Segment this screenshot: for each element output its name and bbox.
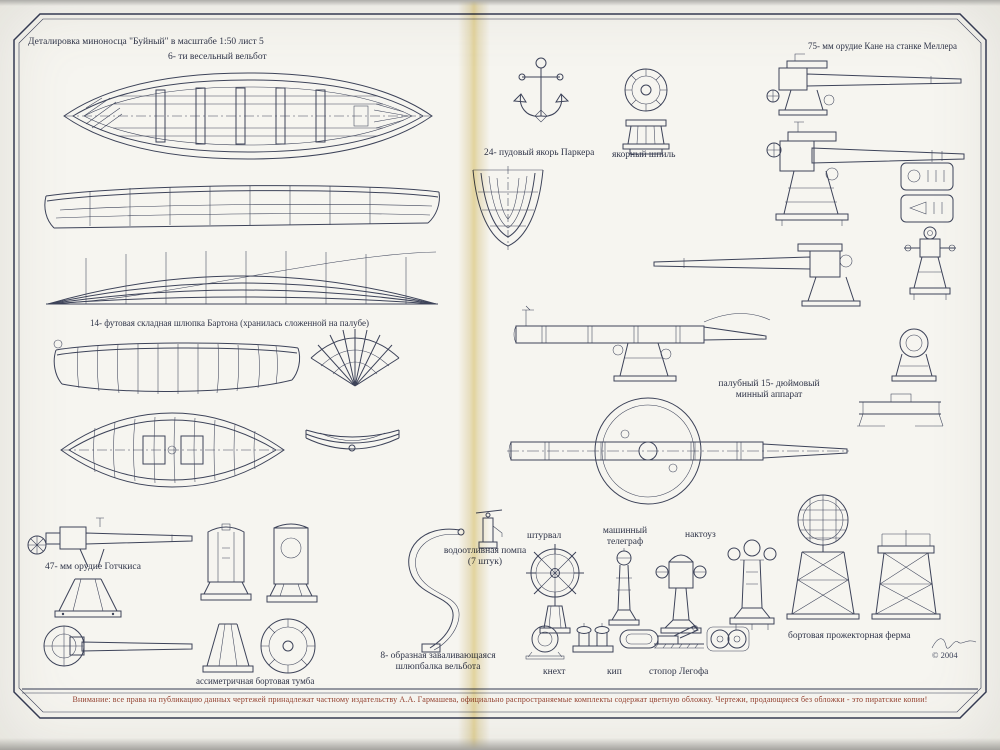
author-signature-drawing <box>931 638 977 649</box>
barton-boat-plan-view-drawing <box>60 412 285 488</box>
capstan-top-view-drawing <box>624 68 668 112</box>
whaleboat-profile-drawing <box>44 185 440 229</box>
gun-75mm-front-view-drawing <box>904 226 956 300</box>
whaleboat-plan-view-drawing <box>63 72 433 160</box>
label-stopper: стопор Легофа <box>649 667 709 677</box>
searchlight-on-truss-drawing <box>786 494 860 620</box>
steering-wheel-drawing <box>526 544 584 634</box>
capstan-side-view-drawing <box>622 119 670 155</box>
binnacle-front-drawing <box>655 554 707 634</box>
deck-beam-bracket-drawing <box>857 393 944 427</box>
pedestal-cone-drawing <box>202 623 254 673</box>
side-pedestal-front-drawing <box>200 523 252 601</box>
folded-boat-fan-section-drawing <box>310 329 400 387</box>
torpedo-tube-plan-view-drawing <box>507 397 849 505</box>
whaleboat-davit-drawing <box>408 528 465 653</box>
label-gun-75mm: 75- мм орудие Кане на станке Меллера <box>808 41 957 51</box>
whaleboat-hull-lines-drawing <box>46 251 438 305</box>
label-side-pedestal: ассиметричная бортовая тумба <box>196 676 315 686</box>
gun-47mm-profile-drawing <box>27 517 193 568</box>
torpedo-mount-ring-drawing <box>891 328 937 382</box>
side-pedestal-side-drawing <box>266 523 318 603</box>
folded-boat-bundle-drawing <box>305 429 400 452</box>
label-searchlight-truss: бортовая прожекторная ферма <box>788 631 911 641</box>
bollard-drawing <box>572 623 614 653</box>
gun-75mm-profile-upper-drawing <box>766 53 962 116</box>
label-binnacle: нактоуз <box>685 530 716 540</box>
label-steering-wheel: штурвал <box>527 531 562 541</box>
gun-47mm-cone-pedestal-drawing <box>54 578 122 618</box>
gun-75mm-on-meller-mount-drawing <box>766 121 965 226</box>
label-whaleboat: 6- ти весельный вельбот <box>168 52 267 62</box>
ring-chock-drawing <box>525 625 565 660</box>
stopper-top-view-drawing <box>706 626 750 652</box>
searchlight-truss-empty-drawing <box>871 530 941 620</box>
label-anchor: 24- пудовый якорь Паркера <box>484 148 595 158</box>
gun-47mm-top-view-drawing <box>43 625 193 667</box>
label-torpedo-tube: палубный 15- дюймовый минный аппарат <box>718 379 820 401</box>
gun-75mm-profile-left-drawing <box>653 243 861 307</box>
signature-year: © 2004 <box>932 650 958 660</box>
barton-boat-profile-drawing <box>53 339 301 394</box>
boat-body-plan-drawing <box>472 166 544 250</box>
label-barton-boat: 14- футовая складная шлюпка Бартона (хра… <box>90 318 369 328</box>
label-gun-47mm: 47- мм орудие Готчкиса <box>45 562 141 572</box>
copyright-notice: Внимание: все права на публикацию данных… <box>72 695 928 704</box>
label-davit: 8- образная заваливающаяся шлюпбалка вел… <box>380 651 496 673</box>
gun-detail-cards-drawing <box>900 162 954 223</box>
legof-stopper-drawing <box>654 625 704 649</box>
label-fairlead: кип <box>607 667 622 677</box>
engine-telegraph-drawing <box>608 548 640 626</box>
label-capstan: якорный шпиль <box>612 150 676 160</box>
binnacle-side-drawing <box>727 539 777 630</box>
label-engine-telegraph: машинный телеграф <box>602 526 648 548</box>
label-bollard: кнехт <box>543 667 566 677</box>
torpedo-tube-profile-drawing <box>513 305 771 382</box>
pedestal-base-top-view-drawing <box>260 618 316 674</box>
parker-anchor-drawing <box>512 57 570 123</box>
sheet-title: Деталировка миноносца "Буйный" в масштаб… <box>28 37 264 47</box>
